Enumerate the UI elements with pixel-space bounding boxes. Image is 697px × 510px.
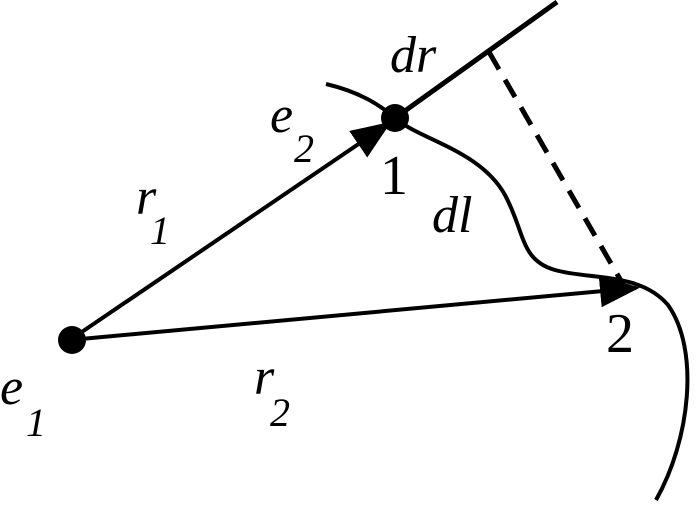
label-e2: e2 xyxy=(270,87,314,171)
label-r2-sub: 2 xyxy=(270,390,290,435)
label-e2-base: e xyxy=(270,87,293,144)
radial-line xyxy=(393,0,559,121)
vector-r2-arrow xyxy=(69,275,640,342)
label-point-2: 2 xyxy=(606,303,634,365)
charge-e2-dot xyxy=(381,104,409,132)
label-e1-base: e xyxy=(0,359,23,416)
label-point-1: 1 xyxy=(380,145,408,207)
label-dl: dl xyxy=(432,187,472,244)
label-e2-sub: 2 xyxy=(294,126,314,171)
dashed-projection-line xyxy=(486,50,627,288)
label-e1: e1 xyxy=(0,359,46,445)
charge-e1-dot xyxy=(58,326,86,354)
label-e1-sub: 1 xyxy=(26,400,46,445)
label-r1-sub: 1 xyxy=(150,208,170,253)
vector-r1-arrow xyxy=(68,121,392,342)
label-dr: dr xyxy=(390,27,437,84)
label-r1-base: r xyxy=(136,169,157,226)
label-r2-base: r xyxy=(254,349,275,406)
